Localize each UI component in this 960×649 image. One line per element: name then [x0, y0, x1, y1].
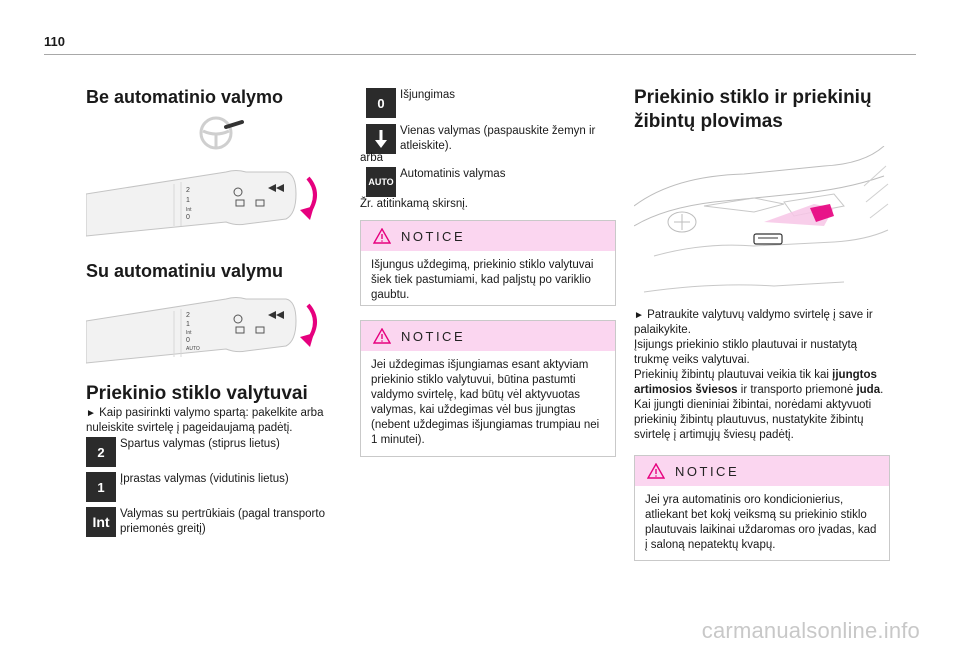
stalk-label-0: 0 — [186, 214, 190, 221]
speed-int-icon: Int — [86, 507, 116, 537]
washer-p3-pre: Priekinių žibintų plautuvai veikia tik k… — [634, 369, 833, 381]
washer-instructions: ► Patraukite valytuvų valdymo svirtelę į… — [634, 308, 890, 443]
speed-2-text: Spartus valymas (stiprus lietus) — [120, 438, 280, 450]
notice-2-header: NOTICE — [361, 321, 615, 351]
notice-box-3: NOTICE Jei yra automatinis oro kondicion… — [634, 455, 890, 561]
top-rule — [44, 54, 916, 55]
bullet-arrow-icon: ► — [634, 310, 644, 321]
or-text: arba — [360, 152, 384, 164]
washer-heading: Priekinio stiklo ir priekinių žibintų pl… — [634, 87, 872, 132]
stalk-label-1: 1 — [186, 197, 190, 204]
intro-text: ► Kaip pasirinkti valymo spartą: pakelki… — [86, 406, 338, 436]
washer-p1: ► Patraukite valytuvų valdymo svirtelę į… — [634, 308, 890, 338]
washer-p3: Priekinių žibintų plautuvai veikia tik k… — [634, 368, 890, 398]
washer-p1-text: Patraukite valytuvų valdymo svirtelę į s… — [634, 309, 873, 336]
speed-list: 2 Spartus valymas (stiprus lietus) 1 Įpr… — [86, 435, 338, 537]
stalk-b-label-auto: AUTO — [186, 346, 200, 352]
off-text: Išjungimas — [400, 89, 455, 101]
bullet-arrow-icon: ► — [86, 408, 96, 419]
heading-wipers: Priekinio stiklo valytuvai — [86, 383, 308, 404]
auto-text: Automatinis valymas — [400, 168, 506, 180]
notice-1-body: Išjungus uždegimą, priekinio stiklo valy… — [371, 259, 594, 301]
warning-triangle-icon — [373, 328, 391, 344]
notice-1-title: NOTICE — [401, 228, 466, 244]
washer-p3-mid: ir transporto priemonė — [737, 384, 857, 396]
speed-1-text: Įprastas valymas (vidutinis lietus) — [120, 473, 289, 485]
stalk-label-int: Int — [186, 207, 192, 213]
washer-p4: Kai įjungti dieniniai žibintai, norėdami… — [634, 399, 872, 441]
mode-auto: AUTO Automatinis valymas — [366, 167, 616, 197]
washer-p3-bold1: įjungtos artimosios šviesos — [634, 369, 877, 396]
stalk-b-label-1: 1 — [186, 321, 190, 328]
stalk-label-2: 2 — [186, 187, 190, 194]
page-number: 110 — [44, 34, 65, 49]
notice-2-title: NOTICE — [401, 328, 466, 344]
watermark: carmanualsonline.info — [701, 618, 920, 643]
steering-wheel-icon — [196, 113, 244, 153]
see-section-text: Žr. atitinkamą skirsnį. — [360, 198, 468, 210]
speed-int-text: Valymas su pertrūkiais (pagal transporto… — [120, 508, 325, 535]
wiper-stalk-illustration: 2 1 Int 0 — [86, 164, 326, 244]
notice-box-2: NOTICE Jei uždegimas išjungiamas esant a… — [360, 320, 616, 457]
intro-sentence: Kaip pasirinkti valymo spartą: pakelkite… — [86, 407, 324, 434]
speed-item-1: 1 Įprastas valymas (vidutinis lietus) — [86, 472, 338, 505]
single-text: Vienas valymas (paspauskite žemyn ir atl… — [400, 125, 596, 152]
stalk-b-label-0: 0 — [186, 337, 190, 344]
notice-1-header: NOTICE — [361, 221, 615, 251]
off-icon: 0 — [366, 88, 396, 118]
wiper-stalk-auto-illustration: 2 1 Int 0 AUTO — [86, 291, 326, 371]
notice-3-body: Jei yra automatinis oro kondicionierius,… — [645, 494, 877, 551]
car-front-illustration — [634, 146, 890, 302]
warning-triangle-icon — [647, 463, 665, 479]
speed-2-icon: 2 — [86, 437, 116, 467]
notice-3-title: NOTICE — [675, 463, 740, 479]
notice-box-1: NOTICE Išjungus uždegimą, priekinio stik… — [360, 220, 616, 306]
stalk-b-label-2: 2 — [186, 312, 190, 319]
speed-item-int: Int Valymas su pertrūkiais (pagal transp… — [86, 507, 338, 537]
washer-p2: Įsijungs priekinio stiklo plautuvai ir n… — [634, 339, 858, 366]
heading-no-auto: Be automatinio valymo — [86, 87, 284, 107]
stalk-b-label-int: Int — [186, 330, 192, 336]
arrow-down-icon — [366, 124, 396, 154]
washer-p3-bold2: juda — [856, 384, 881, 396]
mode-list: 0 Išjungimas Vienas valymas (paspauskite… — [366, 86, 616, 158]
warning-triangle-icon — [373, 228, 391, 244]
speed-1-icon: 1 — [86, 472, 116, 502]
washer-p3-post: . — [880, 384, 884, 396]
speed-item-2: 2 Spartus valymas (stiprus lietus) — [86, 437, 338, 470]
auto-icon: AUTO — [366, 167, 396, 197]
heading-auto: Su automatiniu valymu — [86, 261, 284, 281]
mode-single: Vienas valymas (paspauskite žemyn ir atl… — [366, 124, 616, 158]
notice-3-header: NOTICE — [635, 456, 889, 486]
notice-2-body: Jei uždegimas išjungiamas esant aktyviam… — [371, 359, 600, 446]
mode-off: 0 Išjungimas — [366, 88, 616, 122]
